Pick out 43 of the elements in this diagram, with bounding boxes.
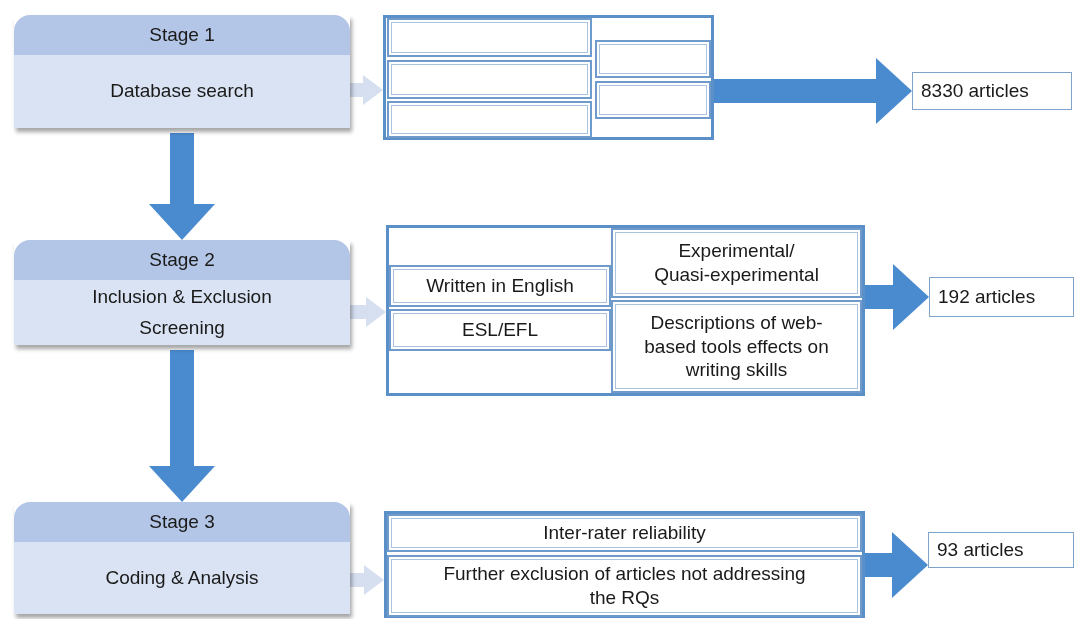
criterion-text: Further exclusion of articles not addressing the RQs xyxy=(442,562,807,610)
stage-description: Database search xyxy=(110,79,254,104)
source-box xyxy=(384,511,865,618)
result-box xyxy=(928,532,1074,568)
stage-label: Stage 2 xyxy=(149,249,215,271)
block-arrow xyxy=(149,350,215,502)
result-box xyxy=(912,72,1072,110)
block-arrow xyxy=(865,264,929,330)
stage-description: Inclusion & Exclusion Screening xyxy=(91,285,273,340)
criteria-box xyxy=(389,265,611,307)
criteria-box xyxy=(387,555,862,617)
result-box xyxy=(929,277,1074,317)
criterion-text: Experimental/ Quasi-experimental xyxy=(653,239,820,287)
article-count: 192 articles xyxy=(938,286,1036,308)
source-box xyxy=(595,81,711,119)
criterion-text: ESL/EFL xyxy=(461,318,538,342)
block-arrow xyxy=(865,532,928,598)
article-count: 8330 articles xyxy=(921,80,1029,102)
criteria-box xyxy=(387,514,862,552)
criterion-text: Written in English xyxy=(426,274,574,298)
stage-card xyxy=(14,240,350,345)
article-count: 93 articles xyxy=(937,539,1024,561)
criteria-box xyxy=(611,228,862,298)
block-arrow xyxy=(714,58,912,124)
block-arrow xyxy=(350,297,386,327)
stage-card xyxy=(14,502,350,614)
block-arrow xyxy=(149,133,215,240)
source-box xyxy=(383,15,714,140)
criterion-text: Inter-rater reliability xyxy=(543,521,706,545)
source-box xyxy=(595,40,711,78)
criteria-box xyxy=(389,309,611,351)
stage-description: Coding & Analysis xyxy=(105,565,259,590)
block-arrow xyxy=(350,565,384,595)
stage-label: Stage 1 xyxy=(149,24,215,46)
source-box xyxy=(387,101,592,138)
source-box xyxy=(387,18,592,57)
source-box xyxy=(387,60,592,99)
block-arrow xyxy=(350,75,383,105)
source-box xyxy=(386,225,865,396)
criterion-text: Descriptions of web-based tools effects on writing skills xyxy=(643,310,830,383)
stage-label: Stage 3 xyxy=(149,511,215,533)
criteria-box xyxy=(611,300,862,393)
stage-card xyxy=(14,15,350,128)
